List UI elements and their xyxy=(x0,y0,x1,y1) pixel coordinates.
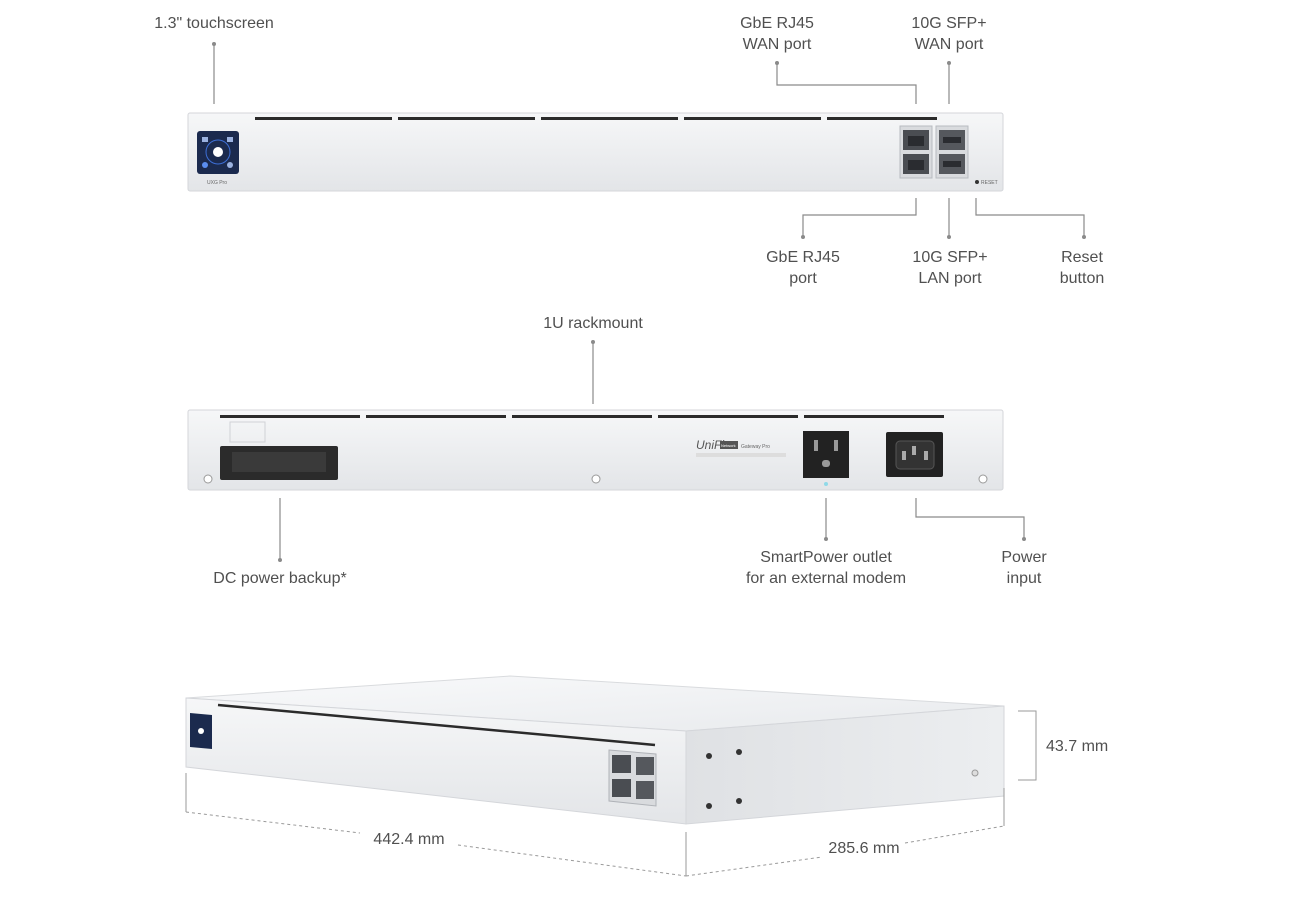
front-panel: UXG Pro RESET xyxy=(187,112,1004,192)
screw xyxy=(591,474,601,484)
width-dimension-line xyxy=(185,811,361,834)
isometric-view xyxy=(185,675,1005,825)
depth-dimension-line xyxy=(685,856,823,877)
rear-vent xyxy=(658,415,798,418)
rear-vent xyxy=(512,415,652,418)
sfp-ports xyxy=(935,125,969,179)
label-power-input: Power input xyxy=(1001,549,1047,587)
unifi-logo: UniFi xyxy=(696,438,724,452)
label-sfp-wan: 10G SFP+ WAN port xyxy=(911,15,987,53)
label-rj45-lan: GbE RJ45 port xyxy=(766,249,840,287)
rear-panel: UniFi Network Gateway Pro xyxy=(187,409,1004,491)
brand-badge: Network xyxy=(721,443,736,448)
front-vent xyxy=(541,117,678,120)
dimension-height: 43.7 mm xyxy=(1046,738,1109,755)
rj45-ports xyxy=(899,125,933,179)
dimension-depth: 285.6 mm xyxy=(828,840,900,857)
uxg-pro-badge: UXG Pro xyxy=(207,180,227,186)
front-vent xyxy=(684,117,821,120)
front-vent xyxy=(827,117,937,120)
reset-print: RESET xyxy=(981,180,998,186)
label-dc-backup: DC power backup* xyxy=(213,570,347,587)
power-inlet xyxy=(886,432,943,477)
screw xyxy=(978,474,988,484)
height-dimension-line xyxy=(1018,710,1037,781)
front-vent xyxy=(255,117,392,120)
smartpower-outlet xyxy=(803,431,849,478)
label-reset: Reset button xyxy=(1059,249,1105,287)
label-rj45-wan: GbE RJ45 WAN port xyxy=(740,15,814,53)
label-touchscreen: 1.3" touchscreen xyxy=(154,15,274,32)
label-sfp-lan: 10G SFP+ LAN port xyxy=(912,249,988,287)
front-vent xyxy=(398,117,535,120)
rear-vent xyxy=(220,415,360,418)
reset-button[interactable] xyxy=(975,180,979,184)
dimension-width: 442.4 mm xyxy=(373,831,445,848)
product-name: Gateway Pro xyxy=(741,444,770,450)
label-smartpower: SmartPower outlet for an external modem xyxy=(745,549,907,587)
rear-vent xyxy=(804,415,944,418)
touchscreen-display[interactable] xyxy=(197,131,239,174)
dc-power-connector xyxy=(220,446,338,480)
label-rackmount: 1U rackmount xyxy=(543,315,643,332)
screw xyxy=(203,474,213,484)
rear-vent xyxy=(366,415,506,418)
